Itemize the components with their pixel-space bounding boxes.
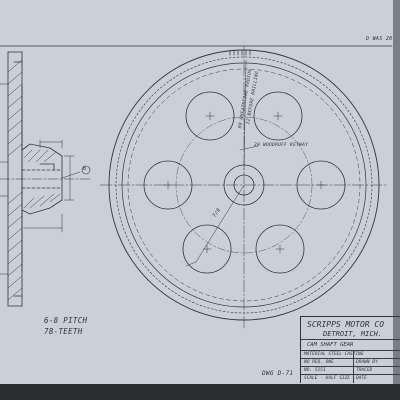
teeth-note: 78-TEETH [44, 327, 83, 336]
board-edge-right [393, 0, 400, 400]
board-edge-bottom [0, 384, 400, 400]
title-number: NO. 5151 [304, 368, 326, 373]
corner-note: D WAS 20 [366, 36, 393, 42]
drawing-number: DWG D-71 [262, 370, 294, 377]
title-block: SCRIPPS MOTOR CO DETROIT, MICH. CAM SHAF… [300, 316, 400, 383]
section-mark-label: B [83, 166, 87, 172]
side-section-view [0, 51, 91, 307]
title-part-name: CAM SHAFT GEAR [307, 342, 354, 348]
title-scale: SCALE - HALF SIZE [304, 376, 351, 381]
title-drawn: DRAWN BY [356, 360, 378, 365]
leader-lines [185, 59, 259, 267]
pitch-note: 6-8 PITCH [44, 316, 88, 325]
section-mark-circle [81, 165, 91, 175]
title-company: SCRIPPS MOTOR CO [307, 320, 385, 329]
side-view-dimensions [0, 83, 81, 275]
lightening-holes [143, 91, 346, 274]
title-material: MATERIAL STEEL CASTING [304, 352, 364, 357]
title-city: DETROIT, MICH. [323, 330, 383, 338]
hole-center-marks [163, 111, 326, 254]
keyway-note: 20 WOODRUFF KEYWAY [254, 143, 309, 148]
gear-front-view [99, 45, 389, 331]
title-date: DATE [356, 376, 367, 381]
title-traced: TRACED [356, 368, 373, 373]
title-no-req: NO REQ. ONE [304, 360, 334, 365]
section-hatching [7, 59, 61, 301]
